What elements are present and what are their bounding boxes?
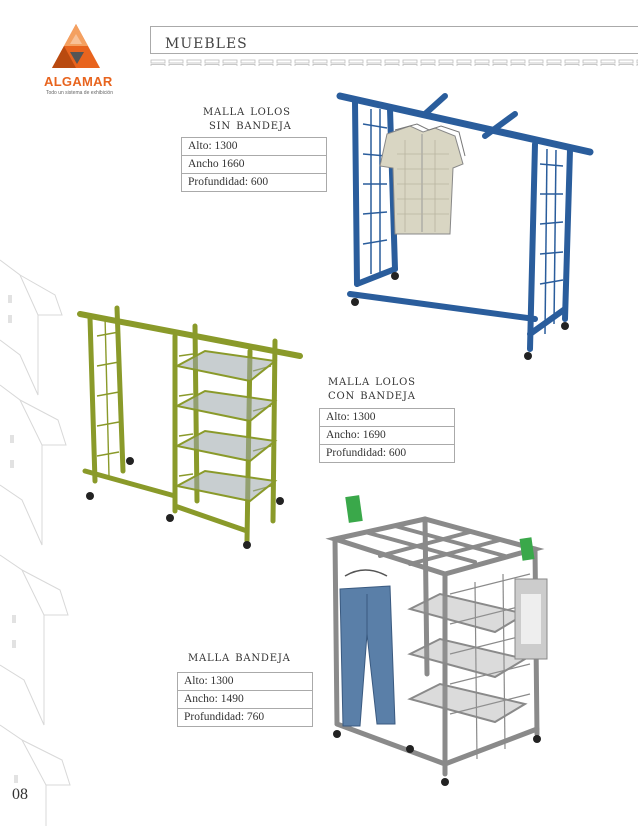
spec-row: Profundidad: 600	[319, 445, 455, 463]
page-title: muebles	[165, 29, 248, 53]
spec-row: Alto: 1300	[177, 673, 313, 691]
left-decoration	[0, 255, 80, 826]
product-1-specs: Alto: 1300 Ancho 1660 Profundidad: 600	[181, 137, 327, 192]
spec-row: Profundidad: 600	[181, 174, 327, 192]
spec-row: Ancho: 1690	[319, 427, 455, 445]
product-1-title-line2: sin bandeja	[209, 117, 292, 133]
brand-name: ALGAMAR	[44, 74, 113, 89]
gray-rack-illustration	[325, 495, 548, 786]
header-frame	[150, 26, 638, 54]
product-1-title-line1: malla lolos	[203, 103, 291, 119]
spec-row: Ancho 1660	[181, 156, 327, 174]
spec-row: Alto: 1300	[181, 138, 327, 156]
product-2-title-line1: malla lolos	[328, 373, 416, 389]
page-number: 08	[12, 786, 28, 803]
blue-rack-illustration	[336, 92, 594, 360]
brand-logo: ALGAMAR Todo un sistema de exhibición	[44, 22, 116, 98]
product-2-title-line2: con bandeja	[328, 387, 416, 403]
header-decoration	[150, 56, 638, 66]
spec-row: Alto: 1300	[319, 409, 455, 427]
spec-row: Ancho: 1490	[177, 691, 313, 709]
product-2-specs: Alto: 1300 Ancho: 1690 Profundidad: 600	[319, 408, 455, 463]
spec-row: Profundidad: 760	[177, 709, 313, 727]
product-3-title: malla bandeja	[188, 650, 318, 664]
product-1-title: malla lolos sin bandeja	[203, 104, 333, 132]
algamar-logo-icon	[52, 24, 100, 68]
product-3-title-line1: malla bandeja	[188, 649, 291, 665]
green-rack-illustration	[77, 305, 303, 549]
product-2-title: malla lolos con bandeja	[328, 374, 458, 402]
brand-tagline: Todo un sistema de exhibición	[46, 90, 113, 96]
product-3-specs: Alto: 1300 Ancho: 1490 Profundidad: 760	[177, 672, 313, 727]
